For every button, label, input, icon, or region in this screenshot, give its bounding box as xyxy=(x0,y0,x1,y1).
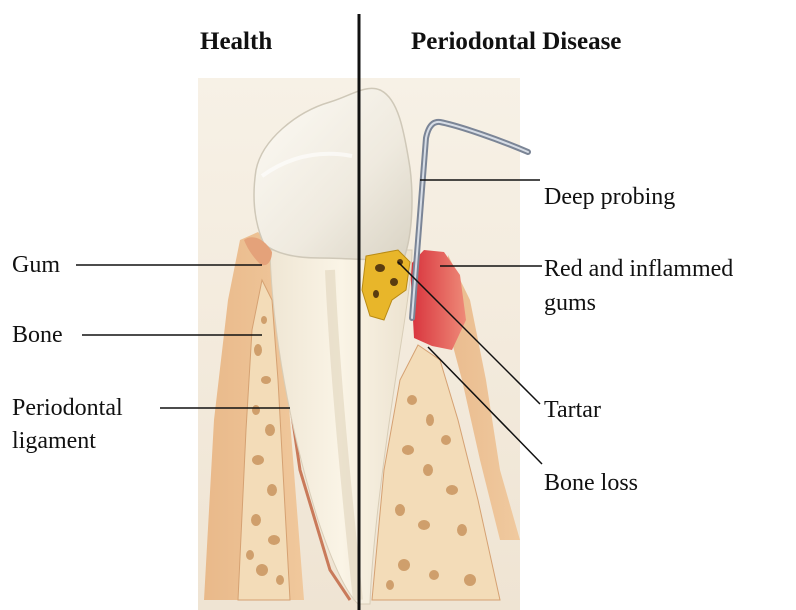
label-periodontal-line2: ligament xyxy=(12,426,96,456)
title-health: Health xyxy=(200,28,272,56)
label-red-gums-line2: gums xyxy=(544,288,596,318)
label-deep-probing: Deep probing xyxy=(544,182,675,212)
label-red-gums-line1: Red and inflammed xyxy=(544,254,733,284)
label-bone: Bone xyxy=(12,320,63,350)
label-bone-loss: Bone loss xyxy=(544,468,638,498)
title-periodontal-disease: Periodontal Disease xyxy=(411,28,621,56)
label-periodontal-line1: Periodontal xyxy=(12,393,123,423)
label-gum: Gum xyxy=(12,250,60,280)
label-tartar: Tartar xyxy=(544,395,601,425)
